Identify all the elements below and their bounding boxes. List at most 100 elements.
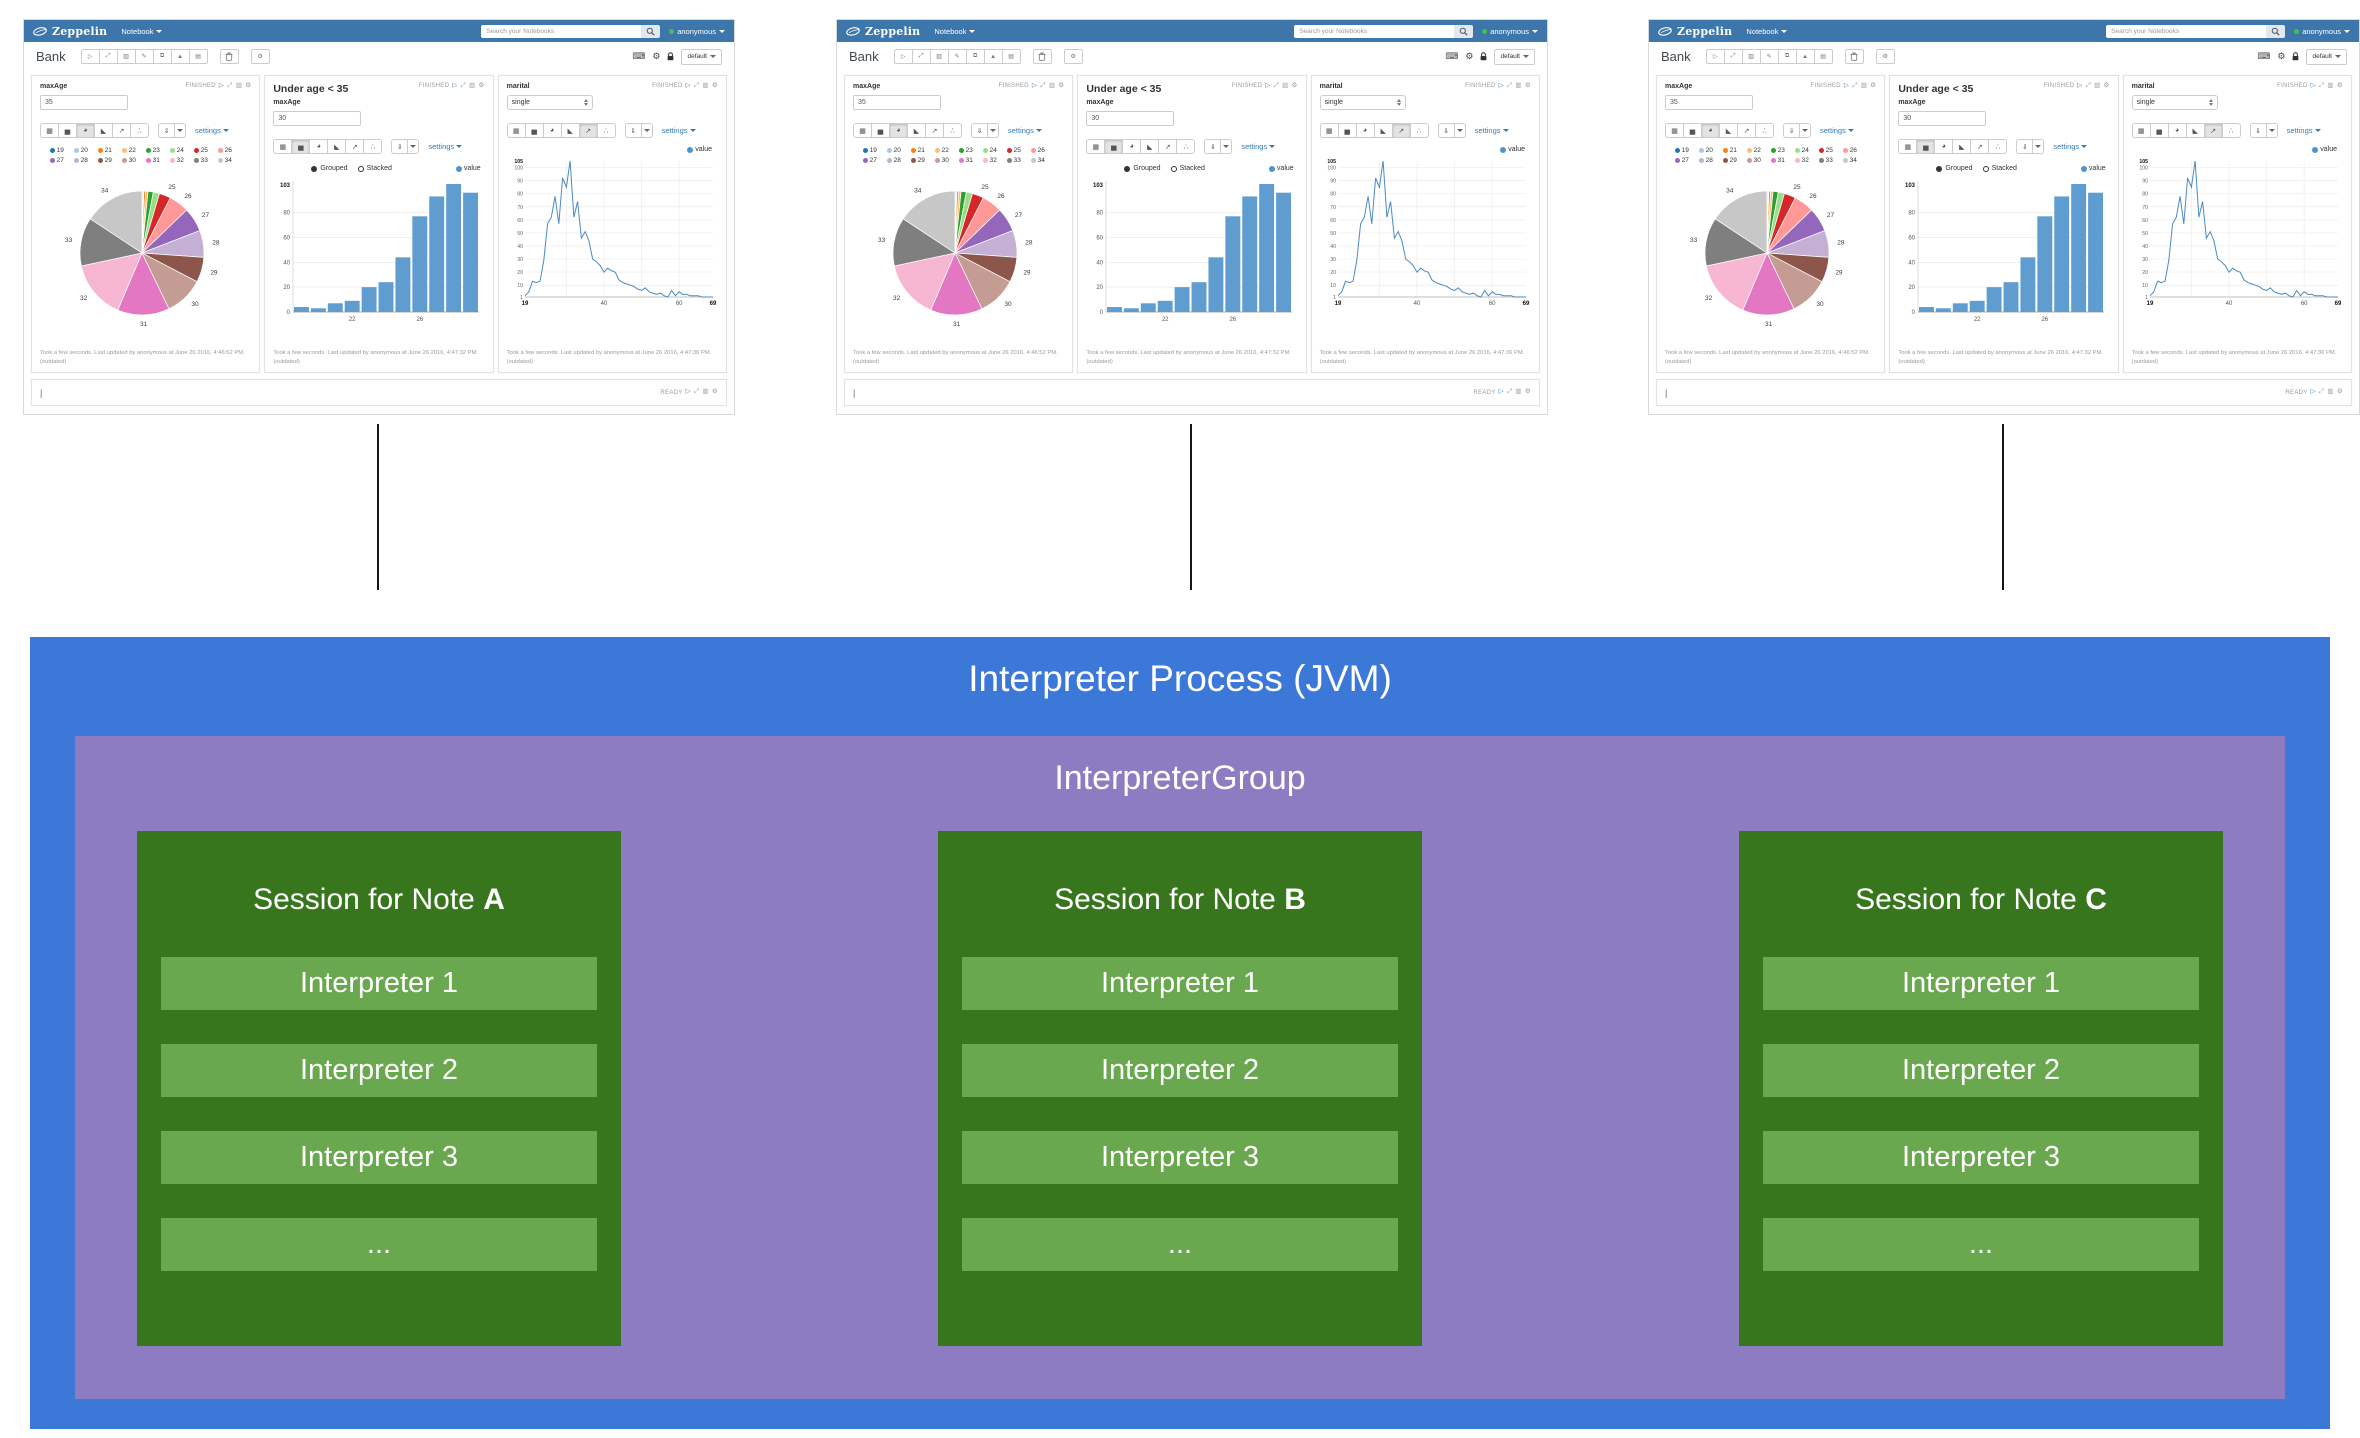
- user-menu[interactable]: anonymous: [669, 27, 725, 36]
- toggle-output-icon[interactable]: ▥: [1860, 82, 1868, 89]
- export-note-icon[interactable]: ▲: [983, 49, 1003, 64]
- legend-item[interactable]: 22: [934, 147, 959, 154]
- legend-item[interactable]: 34: [217, 157, 242, 164]
- legend-item[interactable]: 24: [169, 147, 194, 154]
- toggle-output-icon[interactable]: ▥: [469, 82, 476, 89]
- text-cursor[interactable]: |: [40, 387, 43, 398]
- toggle-output-icon[interactable]: ▥: [702, 388, 709, 396]
- show-hide-output-icon[interactable]: ▥: [1741, 49, 1761, 64]
- settings-link[interactable]: settings: [662, 126, 696, 135]
- paragraph-settings-icon[interactable]: ⚙: [1291, 82, 1298, 89]
- search-button[interactable]: [1454, 24, 1474, 38]
- export-note-icon[interactable]: ▲: [170, 49, 190, 64]
- chart-line-button[interactable]: ↗: [112, 123, 131, 138]
- download-caret-button[interactable]: [2265, 123, 2278, 138]
- run-paragraph-icon[interactable]: ▷: [1031, 82, 1038, 89]
- interpreter-binding-select[interactable]: default: [2306, 48, 2347, 65]
- chart-scatter-button[interactable]: ∴: [1176, 139, 1196, 154]
- legend-item[interactable]: 19: [862, 147, 887, 154]
- version-control-icon[interactable]: ▤: [1001, 49, 1021, 64]
- run-all-icon[interactable]: ▷: [80, 49, 100, 64]
- legend-item[interactable]: 20: [886, 147, 911, 154]
- download-caret-button[interactable]: [174, 123, 186, 138]
- legend-item[interactable]: 23: [958, 147, 983, 154]
- legend-item[interactable]: 21: [1722, 147, 1747, 154]
- expand-paragraph-icon[interactable]: ⤢: [460, 82, 467, 89]
- run-paragraph-icon[interactable]: ▷: [1498, 82, 1504, 89]
- paragraph-settings-icon[interactable]: ⚙: [1058, 82, 1065, 89]
- search-button[interactable]: [641, 24, 661, 38]
- empty-paragraph[interactable]: | READY ▷⤢▥⚙: [844, 379, 1540, 406]
- legend-item[interactable]: 31: [958, 157, 983, 164]
- expand-paragraph-icon[interactable]: ⤢: [1852, 82, 1858, 89]
- interpreter-binding-select[interactable]: default: [681, 48, 722, 65]
- chart-pie-button[interactable]: ◕: [889, 123, 908, 138]
- legend-item[interactable]: 28: [886, 157, 911, 164]
- run-paragraph-icon[interactable]: ▷: [685, 388, 691, 396]
- legend-item[interactable]: 31: [145, 157, 170, 164]
- download-button[interactable]: ⇓: [1437, 123, 1455, 138]
- legend-item[interactable]: 26: [1842, 147, 1867, 154]
- legend-item[interactable]: 27: [49, 157, 74, 164]
- paragraph-settings-icon[interactable]: ⚙: [1524, 388, 1531, 396]
- legend-item[interactable]: 22: [1746, 147, 1771, 154]
- version-control-icon[interactable]: ▤: [188, 49, 208, 64]
- chart-line-button[interactable]: ↗: [1970, 139, 1990, 154]
- clear-output-icon[interactable]: ✎: [1759, 49, 1779, 64]
- legend-item[interactable]: 22: [121, 147, 146, 154]
- chart-table-button[interactable]: ▦: [853, 123, 872, 138]
- settings-link[interactable]: settings: [1820, 126, 1854, 135]
- legend-item[interactable]: 29: [1722, 157, 1747, 164]
- chart-scatter-button[interactable]: ∴: [363, 139, 383, 154]
- download-caret-button[interactable]: [1220, 139, 1233, 154]
- chart-line-button[interactable]: ↗: [1391, 123, 1411, 138]
- clone-note-icon[interactable]: ⧉: [1777, 49, 1797, 64]
- legend-item[interactable]: 29: [910, 157, 935, 164]
- download-button[interactable]: ⇓: [1204, 139, 1222, 154]
- maxage-input[interactable]: [40, 95, 128, 110]
- chart-area-button[interactable]: ◣: [1719, 123, 1738, 138]
- notebook-menu[interactable]: Notebook: [1746, 27, 1788, 36]
- download-caret-button[interactable]: [407, 139, 420, 154]
- grouped-radio[interactable]: Grouped: [1124, 165, 1161, 172]
- run-paragraph-icon[interactable]: ▷: [2310, 82, 2316, 89]
- user-menu[interactable]: anonymous: [2294, 27, 2350, 36]
- interpreter-settings-gear-icon[interactable]: ⚙: [1465, 51, 1474, 61]
- stacked-radio[interactable]: Stacked: [1982, 165, 2017, 172]
- settings-link[interactable]: settings: [2287, 126, 2321, 135]
- toggle-output-icon[interactable]: ▥: [2327, 388, 2334, 396]
- chart-bar-button[interactable]: ▅: [524, 123, 544, 138]
- download-caret-button[interactable]: [987, 123, 999, 138]
- permissions-lock-icon[interactable]: [667, 52, 674, 61]
- note-title[interactable]: Bank: [1661, 49, 1691, 64]
- toggle-output-icon[interactable]: ▥: [1048, 82, 1056, 89]
- show-hide-output-icon[interactable]: ▥: [929, 49, 949, 64]
- run-paragraph-icon[interactable]: ▷: [1265, 82, 1271, 89]
- chart-area-button[interactable]: ◣: [560, 123, 580, 138]
- legend-item[interactable]: 27: [862, 157, 887, 164]
- expand-paragraph-icon[interactable]: ⤢: [1506, 388, 1513, 396]
- download-button[interactable]: ⇓: [2249, 123, 2267, 138]
- interpreter-settings-gear-icon[interactable]: ⚙: [652, 51, 661, 61]
- run-paragraph-icon[interactable]: ▷: [1498, 388, 1504, 396]
- marital-select[interactable]: single: [2131, 95, 2218, 110]
- settings-link[interactable]: settings: [1008, 126, 1042, 135]
- notebook-menu[interactable]: Notebook: [934, 27, 976, 36]
- shortcuts-keyboard-icon[interactable]: ⌨: [632, 51, 646, 61]
- empty-paragraph[interactable]: | READY ▷⤢▥⚙: [31, 379, 727, 406]
- trash-button[interactable]: [219, 49, 239, 64]
- clone-note-icon[interactable]: ⧉: [152, 49, 172, 64]
- chart-scatter-button[interactable]: ∴: [1409, 123, 1429, 138]
- toggle-output-icon[interactable]: ▥: [1515, 82, 1522, 89]
- toggle-output-icon[interactable]: ▥: [1515, 388, 1522, 396]
- legend-item[interactable]: 32: [169, 157, 194, 164]
- legend-item[interactable]: 19: [49, 147, 74, 154]
- run-paragraph-icon[interactable]: ▷: [2310, 388, 2316, 396]
- maxage-input[interactable]: [1086, 111, 1175, 126]
- expand-paragraph-icon[interactable]: ⤢: [1506, 82, 1513, 89]
- maxage-input[interactable]: [1898, 111, 1987, 126]
- legend-item[interactable]: 33: [193, 157, 218, 164]
- legend-item[interactable]: 30: [1746, 157, 1771, 164]
- chart-area-button[interactable]: ◣: [1140, 139, 1160, 154]
- chart-scatter-button[interactable]: ∴: [1988, 139, 2008, 154]
